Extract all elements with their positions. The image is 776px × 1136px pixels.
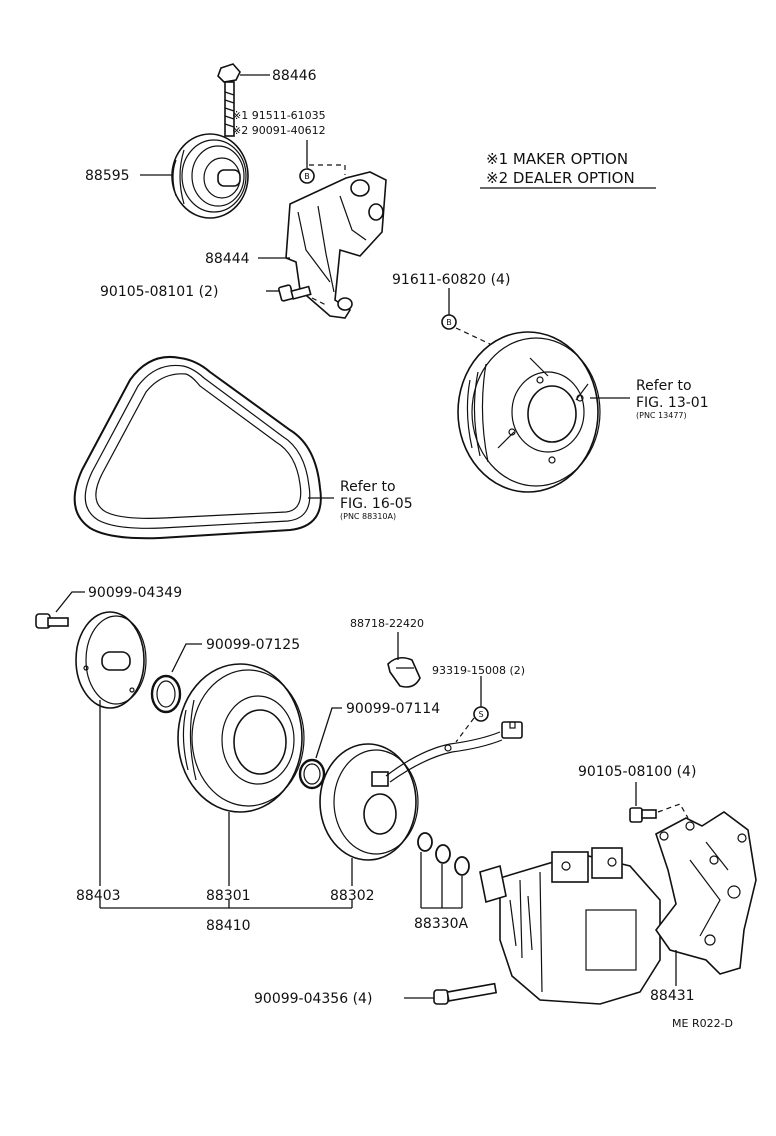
clutch-hub-drawing: [75, 611, 147, 709]
marker-b-lower-label: B: [446, 318, 452, 327]
v-belt-drawing: [73, 356, 322, 540]
label-88431: 88431: [650, 988, 695, 1004]
label-90099-04349: 90099-04349: [88, 585, 182, 601]
idler-bolt-drawing: [217, 63, 241, 137]
marker-b-upper-label: B: [304, 172, 310, 181]
label-90099-04356: 90099-04356 (4): [254, 991, 372, 1007]
label-88330A: 88330A: [414, 916, 469, 932]
compressor-drawing: [479, 847, 661, 1005]
label-90105-08100: 90105-08100 (4): [578, 764, 696, 780]
label-90091-40612: ※2 90091-40612: [232, 124, 326, 137]
bracket-bolt-drawing: [278, 284, 312, 302]
snap-ring-large-drawing: [150, 674, 182, 714]
pulley-ref-line1: Refer to: [636, 378, 692, 394]
label-88410: 88410: [206, 918, 251, 934]
label-88301: 88301: [206, 888, 251, 904]
label-88446: 88446: [272, 68, 317, 84]
label-90105-08101: 90105-08101 (2): [100, 284, 218, 300]
label-88302: 88302: [330, 888, 375, 904]
label-90099-07114: 90099-07114: [346, 701, 440, 717]
wire-clip-drawing: [387, 656, 421, 688]
bracket-mount-bolt-drawing: [629, 807, 657, 823]
belt-ref-line2: FIG. 16-05: [340, 496, 413, 512]
pulley-ref-line2: FIG. 13-01: [636, 395, 709, 411]
marker-b-upper: [299, 168, 315, 184]
diagram-code: ME R022-D: [672, 1017, 733, 1030]
compressor-bolt-drawing: [433, 982, 498, 1005]
pulley-ref-line3: (PNC 13477): [636, 411, 687, 420]
label-88595: 88595: [85, 168, 130, 184]
label-93319-15008: 93319-15008 (2): [432, 664, 525, 677]
idler-bracket-drawing: [285, 171, 387, 319]
options-legend: ※1 MAKER OPTION ※2 DEALER OPTION: [480, 150, 656, 189]
label-90099-07125: 90099-07125: [206, 637, 300, 653]
hub-bolt-drawing: [35, 613, 69, 629]
crank-pulley-drawing: [457, 331, 601, 493]
label-88718-22420: 88718-22420: [350, 617, 424, 630]
compressor-bracket-drawing: [655, 811, 757, 975]
belt-ref-line1: Refer to: [340, 479, 396, 495]
label-91611-60820: 91611-60820 (4): [392, 272, 510, 288]
label-88444: 88444: [205, 251, 250, 267]
label-91511-61035: ※1 91511-61035: [232, 109, 326, 122]
shim-washers-drawing: [417, 832, 470, 876]
clutch-pulley-drawing: [177, 663, 305, 813]
assembly-grouping-lines: [99, 700, 353, 909]
marker-s-label: S: [478, 710, 483, 719]
label-88403: 88403: [76, 888, 121, 904]
dealer-option-note: ※2 DEALER OPTION: [486, 169, 635, 187]
field-coil-drawing: [319, 721, 523, 861]
snap-ring-small-drawing: [298, 758, 326, 790]
maker-option-note: ※1 MAKER OPTION: [486, 150, 628, 168]
belt-ref-line3: (PNC 88310A): [340, 512, 396, 521]
idler-pulley-drawing: [171, 133, 249, 219]
